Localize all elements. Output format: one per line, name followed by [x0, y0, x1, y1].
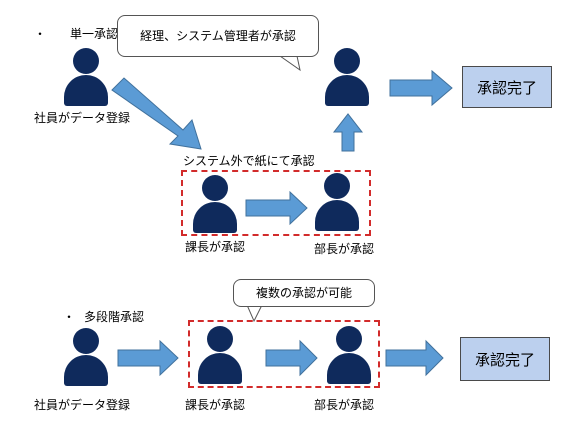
section-chief-person-icon-2	[198, 326, 242, 384]
section-chief-label-2: 課長が承認	[185, 398, 246, 412]
result-text-multi: 承認完了	[474, 350, 535, 369]
callout-single-text: 経理、システム管理者が承認	[140, 29, 296, 43]
employee-person-icon	[64, 48, 108, 106]
dept-head-person-icon	[315, 173, 359, 231]
section-title-single-approval: 単一承認	[70, 27, 119, 41]
employee-label: 社員がデータ登録	[34, 111, 131, 125]
paper-approval-group	[181, 170, 371, 236]
result-box-single: 承認完了	[462, 66, 552, 108]
section-chief-person-icon	[193, 175, 237, 233]
callout-multi-text: 複数の承認が可能	[255, 286, 352, 300]
bullet-single: ・	[34, 27, 47, 41]
result-text-single: 承認完了	[476, 78, 537, 97]
dept-head-label-2: 部長が承認	[314, 398, 375, 412]
section-title-multi-approval: 多段階承認	[84, 310, 145, 324]
result-box-multi: 承認完了	[460, 337, 550, 381]
dept-head-person-icon-2	[327, 326, 371, 384]
bullet-multi: ・	[63, 310, 76, 324]
paper-approval-label: システム外で紙にて承認	[183, 154, 315, 168]
approver-person-icon	[325, 48, 369, 106]
employee-label-2: 社員がデータ登録	[34, 398, 131, 412]
employee-person-icon-2	[64, 328, 108, 386]
section-chief-label: 課長が承認	[185, 240, 246, 254]
callout-multi: 複数の承認が可能	[233, 279, 375, 307]
callout-single: 経理、システム管理者が承認	[117, 15, 319, 57]
multi-approval-group	[188, 320, 380, 388]
dept-head-label: 部長が承認	[314, 242, 375, 256]
